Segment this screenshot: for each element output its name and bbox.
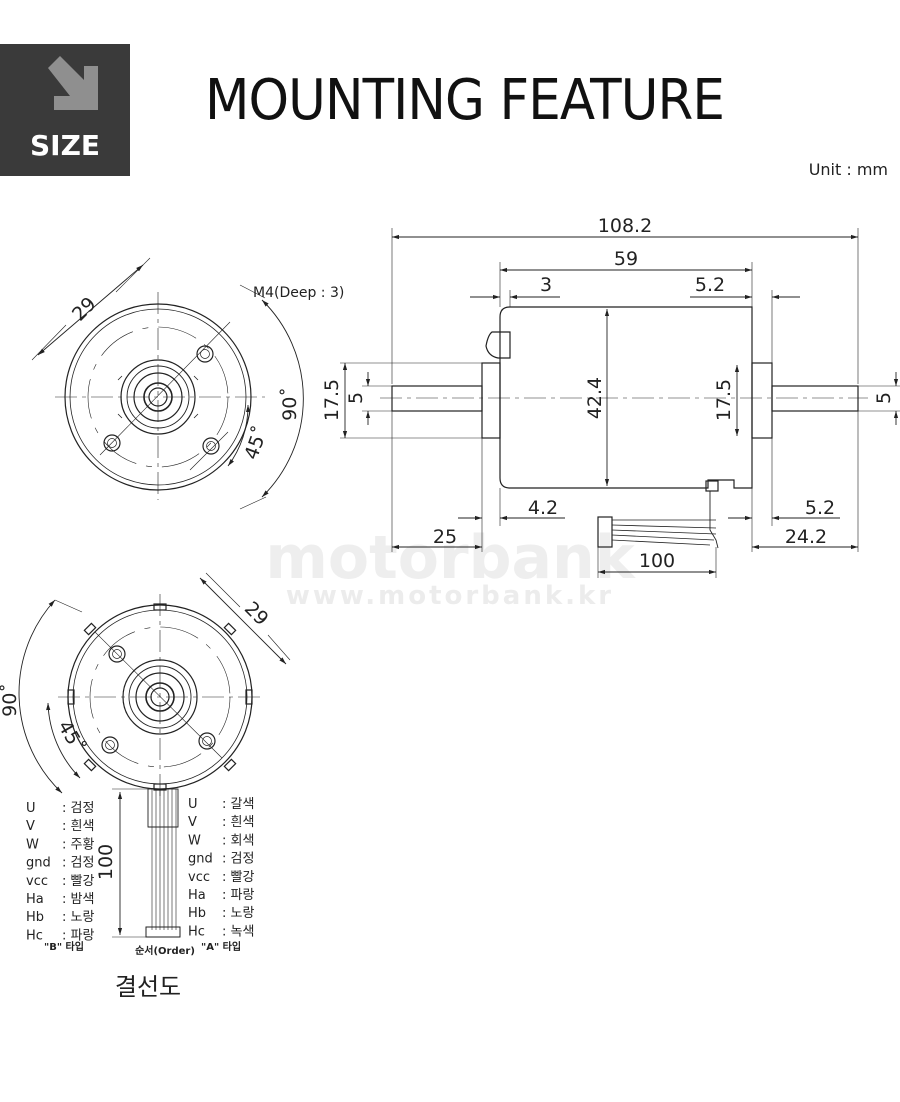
legend-signal: Ha (26, 892, 44, 907)
legend-color: : 녹색 (222, 924, 254, 939)
legend-color: : 노랑 (62, 910, 94, 925)
legend-signal: W (26, 837, 39, 852)
front-view (31, 257, 304, 510)
watermark-brand: motorbank (265, 523, 636, 593)
side-view (340, 228, 900, 578)
dim-right-shaft: 5 (873, 392, 895, 404)
order-label: 순서(Order) (135, 944, 195, 957)
legend-color: : 검정 (62, 801, 94, 816)
page-title: MOUNTING FEATURE (205, 68, 725, 133)
legend-signal: V (188, 815, 197, 830)
dim-bottom-left-offset: 4.2 (528, 497, 558, 519)
rear-angle-90: 90˚ (0, 683, 21, 717)
legend-color: : 밤색 (62, 892, 94, 907)
legend-signal: Ha (188, 888, 206, 903)
legend-color: : 빨강 (222, 870, 254, 885)
legend-color: : 검정 (222, 852, 254, 867)
legend-signal: V (26, 819, 35, 834)
arrow-down-right-icon (48, 56, 98, 110)
legend-signal: Hc (188, 924, 205, 939)
rear-angle-45: 45˚ (53, 717, 89, 757)
legend-color: : 노랑 (222, 906, 254, 921)
legend-signal: U (26, 801, 36, 816)
legend-color: : 흰색 (62, 819, 94, 834)
legend-signal: gnd (26, 856, 51, 871)
rear-view (18, 572, 291, 938)
dim-body-diameter: 42.4 (584, 377, 606, 419)
legend-color: : 파랑 (222, 888, 254, 903)
size-badge: SIZE (0, 44, 130, 176)
legend-color: : 주황 (62, 837, 94, 852)
dim-right-shaft-length: 24.2 (785, 526, 827, 548)
legend-color: : 갈색 (222, 797, 254, 812)
legend-color: : 회색 (222, 833, 254, 848)
legend-a-type: U : 갈색 V : 흰색 W : 회색 gnd : 검정 vcc : 빨강 Ha : 파랑 Hb : 노… (188, 797, 254, 939)
dim-body-length: 59 (614, 248, 638, 270)
dim-left-boss: 17.5 (321, 379, 343, 421)
dim-overall-length: 108.2 (598, 215, 652, 237)
legend-color: : 빨강 (62, 874, 94, 889)
watermark-url: www.motorbank.kr (286, 581, 614, 611)
dim-bottom-right-offset: 5.2 (805, 497, 835, 519)
front-angle-90: 90˚ (279, 387, 301, 421)
thread-note: M4(Deep : 3) (253, 285, 344, 301)
dim-right-offset: 5.2 (695, 274, 725, 296)
front-dim-29: 29 (68, 293, 101, 326)
legend-b-type-label: "B" 타입 (44, 940, 84, 953)
wiring-caption: 결선도 (115, 973, 181, 1001)
dim-right-boss: 17.5 (713, 379, 735, 421)
legend-signal: vcc (188, 870, 210, 885)
dim-left-shaft: 5 (345, 392, 367, 404)
dim-cable-length: 100 (639, 550, 675, 572)
legend-color: : 검정 (62, 856, 94, 871)
legend-b-type: U : 검정 V : 흰색 W : 주황 gnd : 검정 vcc : 빨강 Ha : 밤색 Hb : 노… (26, 801, 94, 943)
legend-signal: gnd (188, 852, 213, 867)
rear-dim-29: 29 (240, 597, 273, 630)
legend-signal: Hb (188, 906, 206, 921)
legend-signal: Hc (26, 928, 43, 943)
dim-left-offset: 3 (540, 274, 552, 296)
legend-signal: U (188, 797, 198, 812)
dim-left-shaft-length: 25 (433, 526, 457, 548)
unit-label: Unit : mm (808, 160, 888, 179)
legend-color: : 흰색 (222, 815, 254, 830)
watermark: motorbank www.motorbank.kr (265, 523, 636, 611)
legend-signal: W (188, 833, 201, 848)
legend-color: : 파랑 (62, 928, 94, 943)
legend-signal: Hb (26, 910, 44, 925)
rear-cable-length: 100 (95, 844, 117, 880)
legend-a-type-label: "A" 타입 (201, 940, 241, 953)
legend-signal: vcc (26, 874, 48, 889)
size-label: SIZE (29, 129, 100, 162)
